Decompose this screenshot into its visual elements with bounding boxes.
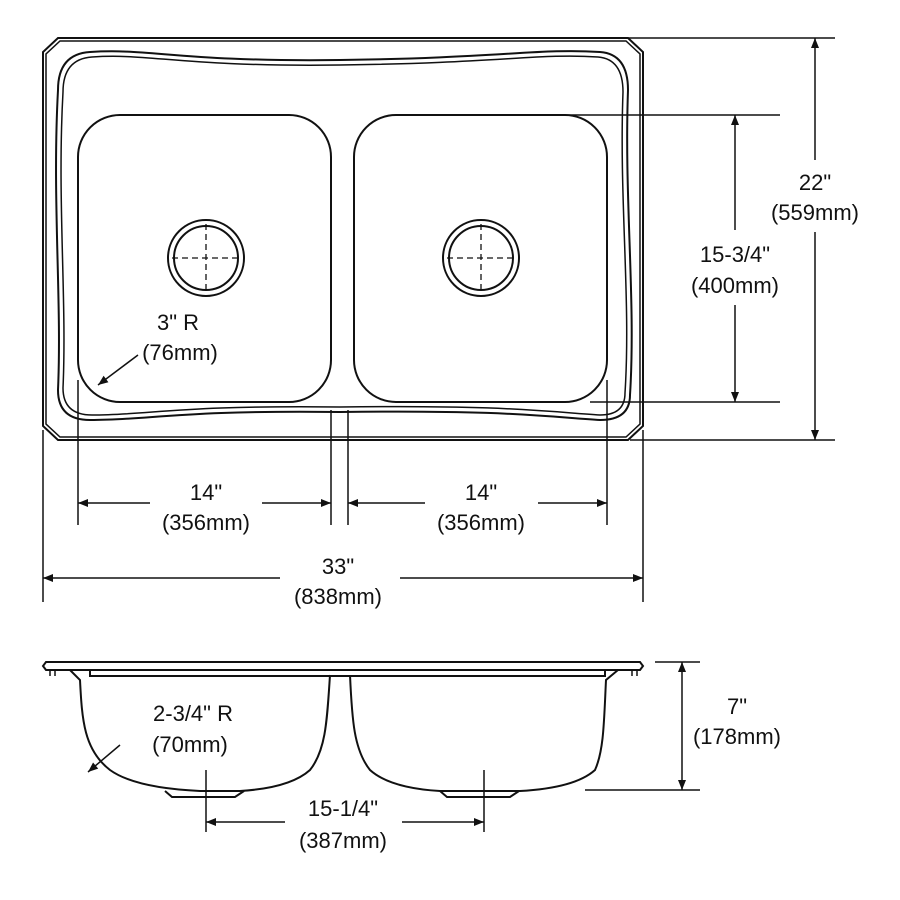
dim-label-mm: (559mm) — [771, 200, 859, 225]
sink-outer-rim — [42, 37, 644, 441]
sink-inner-rim — [55, 50, 633, 422]
dim-label-mm: (400mm) — [691, 273, 779, 298]
side-view: 7" (178mm) 2-3/4" R (70mm) 15-1/4" (387m… — [41, 661, 781, 853]
dim-label-mm: (178mm) — [693, 724, 781, 749]
dim-overall-depth: 22" (559mm) — [771, 38, 859, 440]
dim-label-mm: (356mm) — [437, 510, 525, 535]
dim-corner-radius: 3" R (76mm) — [97, 310, 218, 386]
side-rim — [41, 661, 645, 671]
dim-label-inches: 15-3/4" — [700, 242, 770, 267]
dim-bottom-radius: 2-3/4" R (70mm) — [87, 701, 233, 773]
left-drain — [167, 219, 245, 297]
dim-label-inches: 33" — [322, 554, 354, 579]
right-bowl-profile — [349, 669, 619, 792]
dim-label-inches: 14" — [190, 480, 222, 505]
dim-bowl-depth: 7" (178mm) — [678, 662, 781, 790]
left-bowl-profile — [69, 669, 331, 792]
top-view: 14" (356mm) 14" (356mm) 33" (838mm) 22" … — [42, 37, 859, 609]
right-bowl — [353, 114, 608, 403]
dim-left-bowl-width: 14" (356mm) — [78, 480, 331, 535]
dim-label-mm: (76mm) — [142, 340, 218, 365]
dim-label-inches: 7" — [727, 694, 747, 719]
dim-label-inches: 14" — [465, 480, 497, 505]
dim-overall-width: 33" (838mm) — [43, 554, 643, 609]
dim-label-mm: (387mm) — [299, 828, 387, 853]
dim-label-inches: 22" — [799, 170, 831, 195]
dim-label-inches: 3" R — [157, 310, 199, 335]
dim-label-mm: (356mm) — [162, 510, 250, 535]
dim-label-inches: 15-1/4" — [308, 796, 378, 821]
dim-drain-spacing: 15-1/4" (387mm) — [206, 796, 484, 853]
left-bowl — [77, 114, 332, 403]
dim-right-bowl-width: 14" (356mm) — [348, 480, 607, 535]
dim-bowl-length: 15-3/4" (400mm) — [691, 115, 779, 402]
dim-label-mm: (838mm) — [294, 584, 382, 609]
dim-label-inches: 2-3/4" R — [153, 701, 233, 726]
right-drain — [442, 219, 520, 297]
dim-label-mm: (70mm) — [152, 732, 228, 757]
